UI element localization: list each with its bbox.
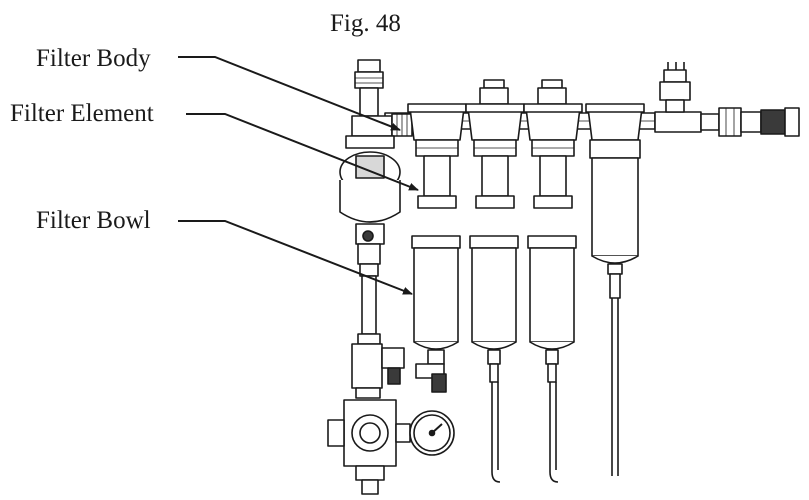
filter-head-4: [585, 103, 645, 141]
down-pipe: [357, 243, 381, 345]
pressure-gauge: [409, 410, 455, 456]
leader-filter-body: [178, 56, 401, 131]
filter-element-3: [533, 155, 573, 209]
leader-filter-bowl: [178, 220, 413, 295]
filter-element-1: [417, 155, 457, 209]
label-filter-element: Filter Element: [10, 100, 154, 127]
leader-filter-element: [186, 113, 419, 191]
pre-filter: [339, 135, 401, 245]
filter-bowl-2: [469, 235, 519, 383]
outlet-tee: [654, 62, 702, 133]
label-filter-body: Filter Body: [36, 45, 151, 72]
filter-head-3: [523, 79, 583, 157]
leader-lines: [178, 56, 419, 295]
valve-body: [351, 343, 405, 399]
filter-head-1: [407, 103, 467, 157]
drain-tubes: [491, 298, 619, 483]
outlet-fitting: [700, 107, 800, 137]
filter-bowl-3: [527, 235, 577, 383]
filter-bowl-4: [589, 139, 641, 299]
label-filter-bowl: Filter Bowl: [36, 207, 151, 234]
filter-element-2: [475, 155, 515, 209]
filter-bowl-1: [411, 235, 461, 393]
filter-head-2: [465, 79, 525, 157]
inlet-fitting-top: [351, 59, 413, 137]
regulator: [327, 399, 411, 495]
figure-caption: Fig. 48: [330, 10, 401, 37]
